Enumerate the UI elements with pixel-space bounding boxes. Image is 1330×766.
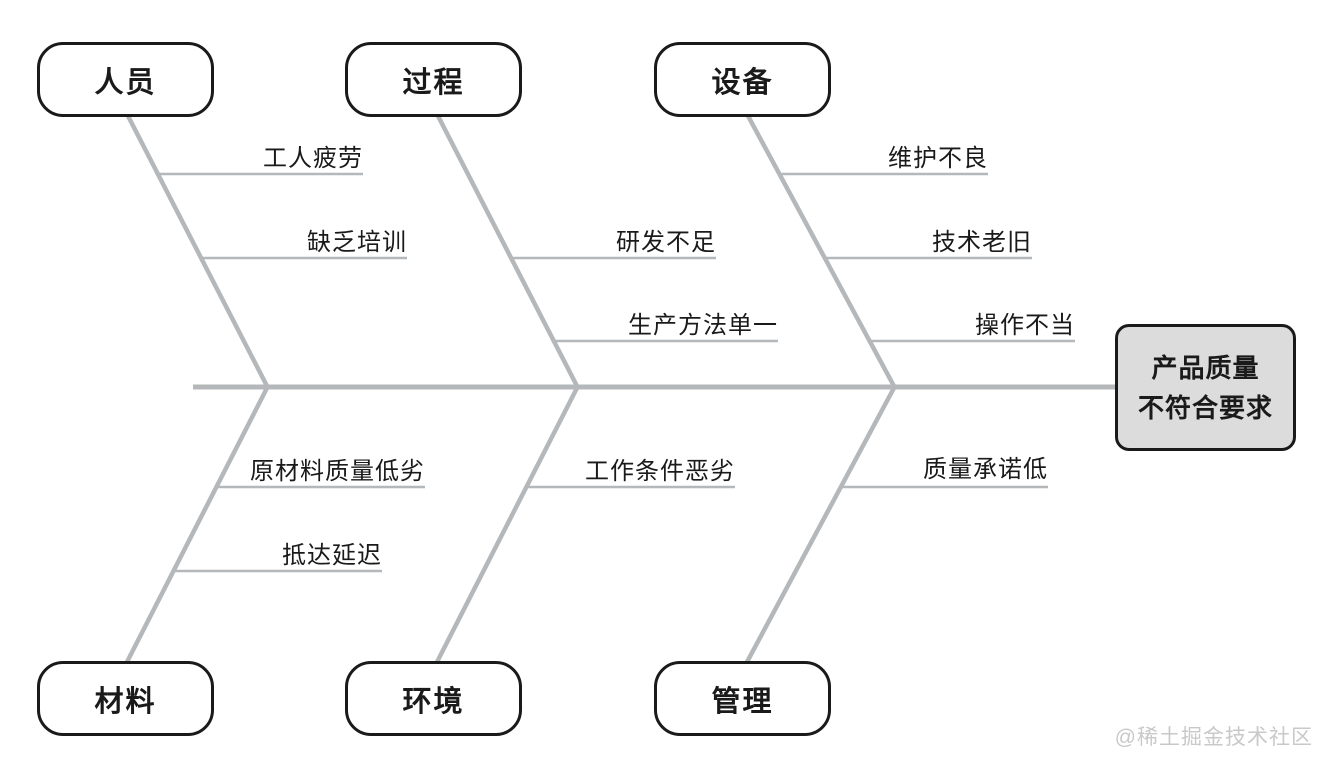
cause-poor-working-conditions: 工作条件恶劣: [585, 458, 735, 485]
rib-management: [745, 384, 897, 664]
effect-box: 产品质量 不符合要求: [1115, 324, 1296, 451]
category-box-equipment: 设备: [654, 42, 831, 117]
cause-lack-of-training: 缺乏培训: [307, 229, 407, 256]
category-box-people: 人员: [37, 42, 214, 117]
category-box-environment: 环境: [345, 661, 522, 736]
cause-improper-operation: 操作不当: [975, 312, 1075, 339]
cause-single-production-method: 生产方法单一: [628, 312, 778, 339]
cause-poor-raw-material-quality: 原材料质量低劣: [250, 458, 425, 485]
rib-process: [434, 112, 581, 390]
cause-outdated-technology: 技术老旧: [932, 229, 1032, 256]
rib-equipment: [745, 112, 897, 390]
category-box-process: 过程: [345, 42, 522, 117]
rib-environment: [434, 384, 581, 664]
cause-poor-maintenance: 维护不良: [888, 145, 988, 172]
cause-low-quality-commitment: 质量承诺低: [923, 456, 1048, 483]
rib-material: [124, 384, 271, 664]
watermark: @稀土掘金技术社区: [1114, 726, 1313, 749]
cause-worker-fatigue: 工人疲劳: [263, 145, 363, 172]
rib-people: [124, 112, 271, 390]
category-box-material: 材料: [37, 661, 214, 736]
effect-text-line2: 不符合要求: [1137, 392, 1273, 423]
cause-insufficient-rnd: 研发不足: [616, 229, 716, 256]
effect-text-line1: 产品质量: [1151, 352, 1260, 383]
category-box-management: 管理: [654, 661, 831, 736]
cause-delayed-arrival: 抵达延迟: [282, 542, 382, 569]
